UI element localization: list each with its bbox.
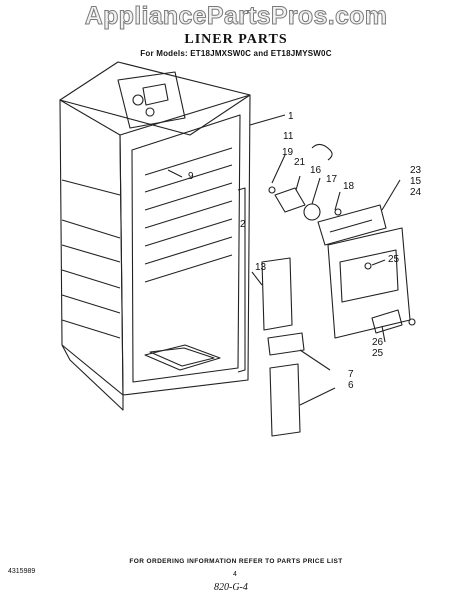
document-number: 4315989 [8, 568, 36, 575]
part-7-piece [267, 332, 305, 356]
callout-25-top: 25 [388, 254, 400, 265]
callout-19: 19 [282, 147, 294, 158]
callout-23: 23 [410, 165, 422, 176]
callout-1: 1 [288, 111, 294, 122]
callout-26: 26 [372, 337, 384, 348]
callout-11: 11 [283, 131, 294, 142]
callout-16: 16 [310, 165, 322, 176]
callout-13: 13 [255, 262, 267, 273]
callout-9: 9 [188, 171, 194, 182]
callout-7: 7 [348, 369, 354, 380]
page-title: LINER PARTS [184, 32, 288, 47]
ordering-note: FOR ORDERING INFORMATION REFER TO PARTS … [129, 558, 343, 565]
callout-2: 2 [240, 219, 246, 230]
model-subtitle: For Models: ET18JMXSW0C and ET18JMYSW0C [140, 49, 332, 58]
part-6-piece [269, 363, 301, 437]
callout-18: 18 [343, 181, 355, 192]
liner-front-frame [119, 94, 251, 396]
callout-17: 17 [326, 174, 338, 185]
watermark: AppliancePartsPros.com [84, 2, 388, 31]
handwritten-note: 820-G-4 [214, 582, 248, 593]
callout-24: 24 [410, 187, 422, 198]
callout-25-bottom: 25 [372, 348, 384, 359]
callout-6: 6 [348, 380, 354, 391]
page-number: 4 [233, 571, 237, 578]
callout-15: 15 [410, 176, 422, 187]
fan-motor-assembly [274, 187, 306, 213]
callout-21: 21 [294, 157, 306, 168]
control-bracket [317, 204, 387, 246]
part-13-panel [261, 257, 293, 331]
